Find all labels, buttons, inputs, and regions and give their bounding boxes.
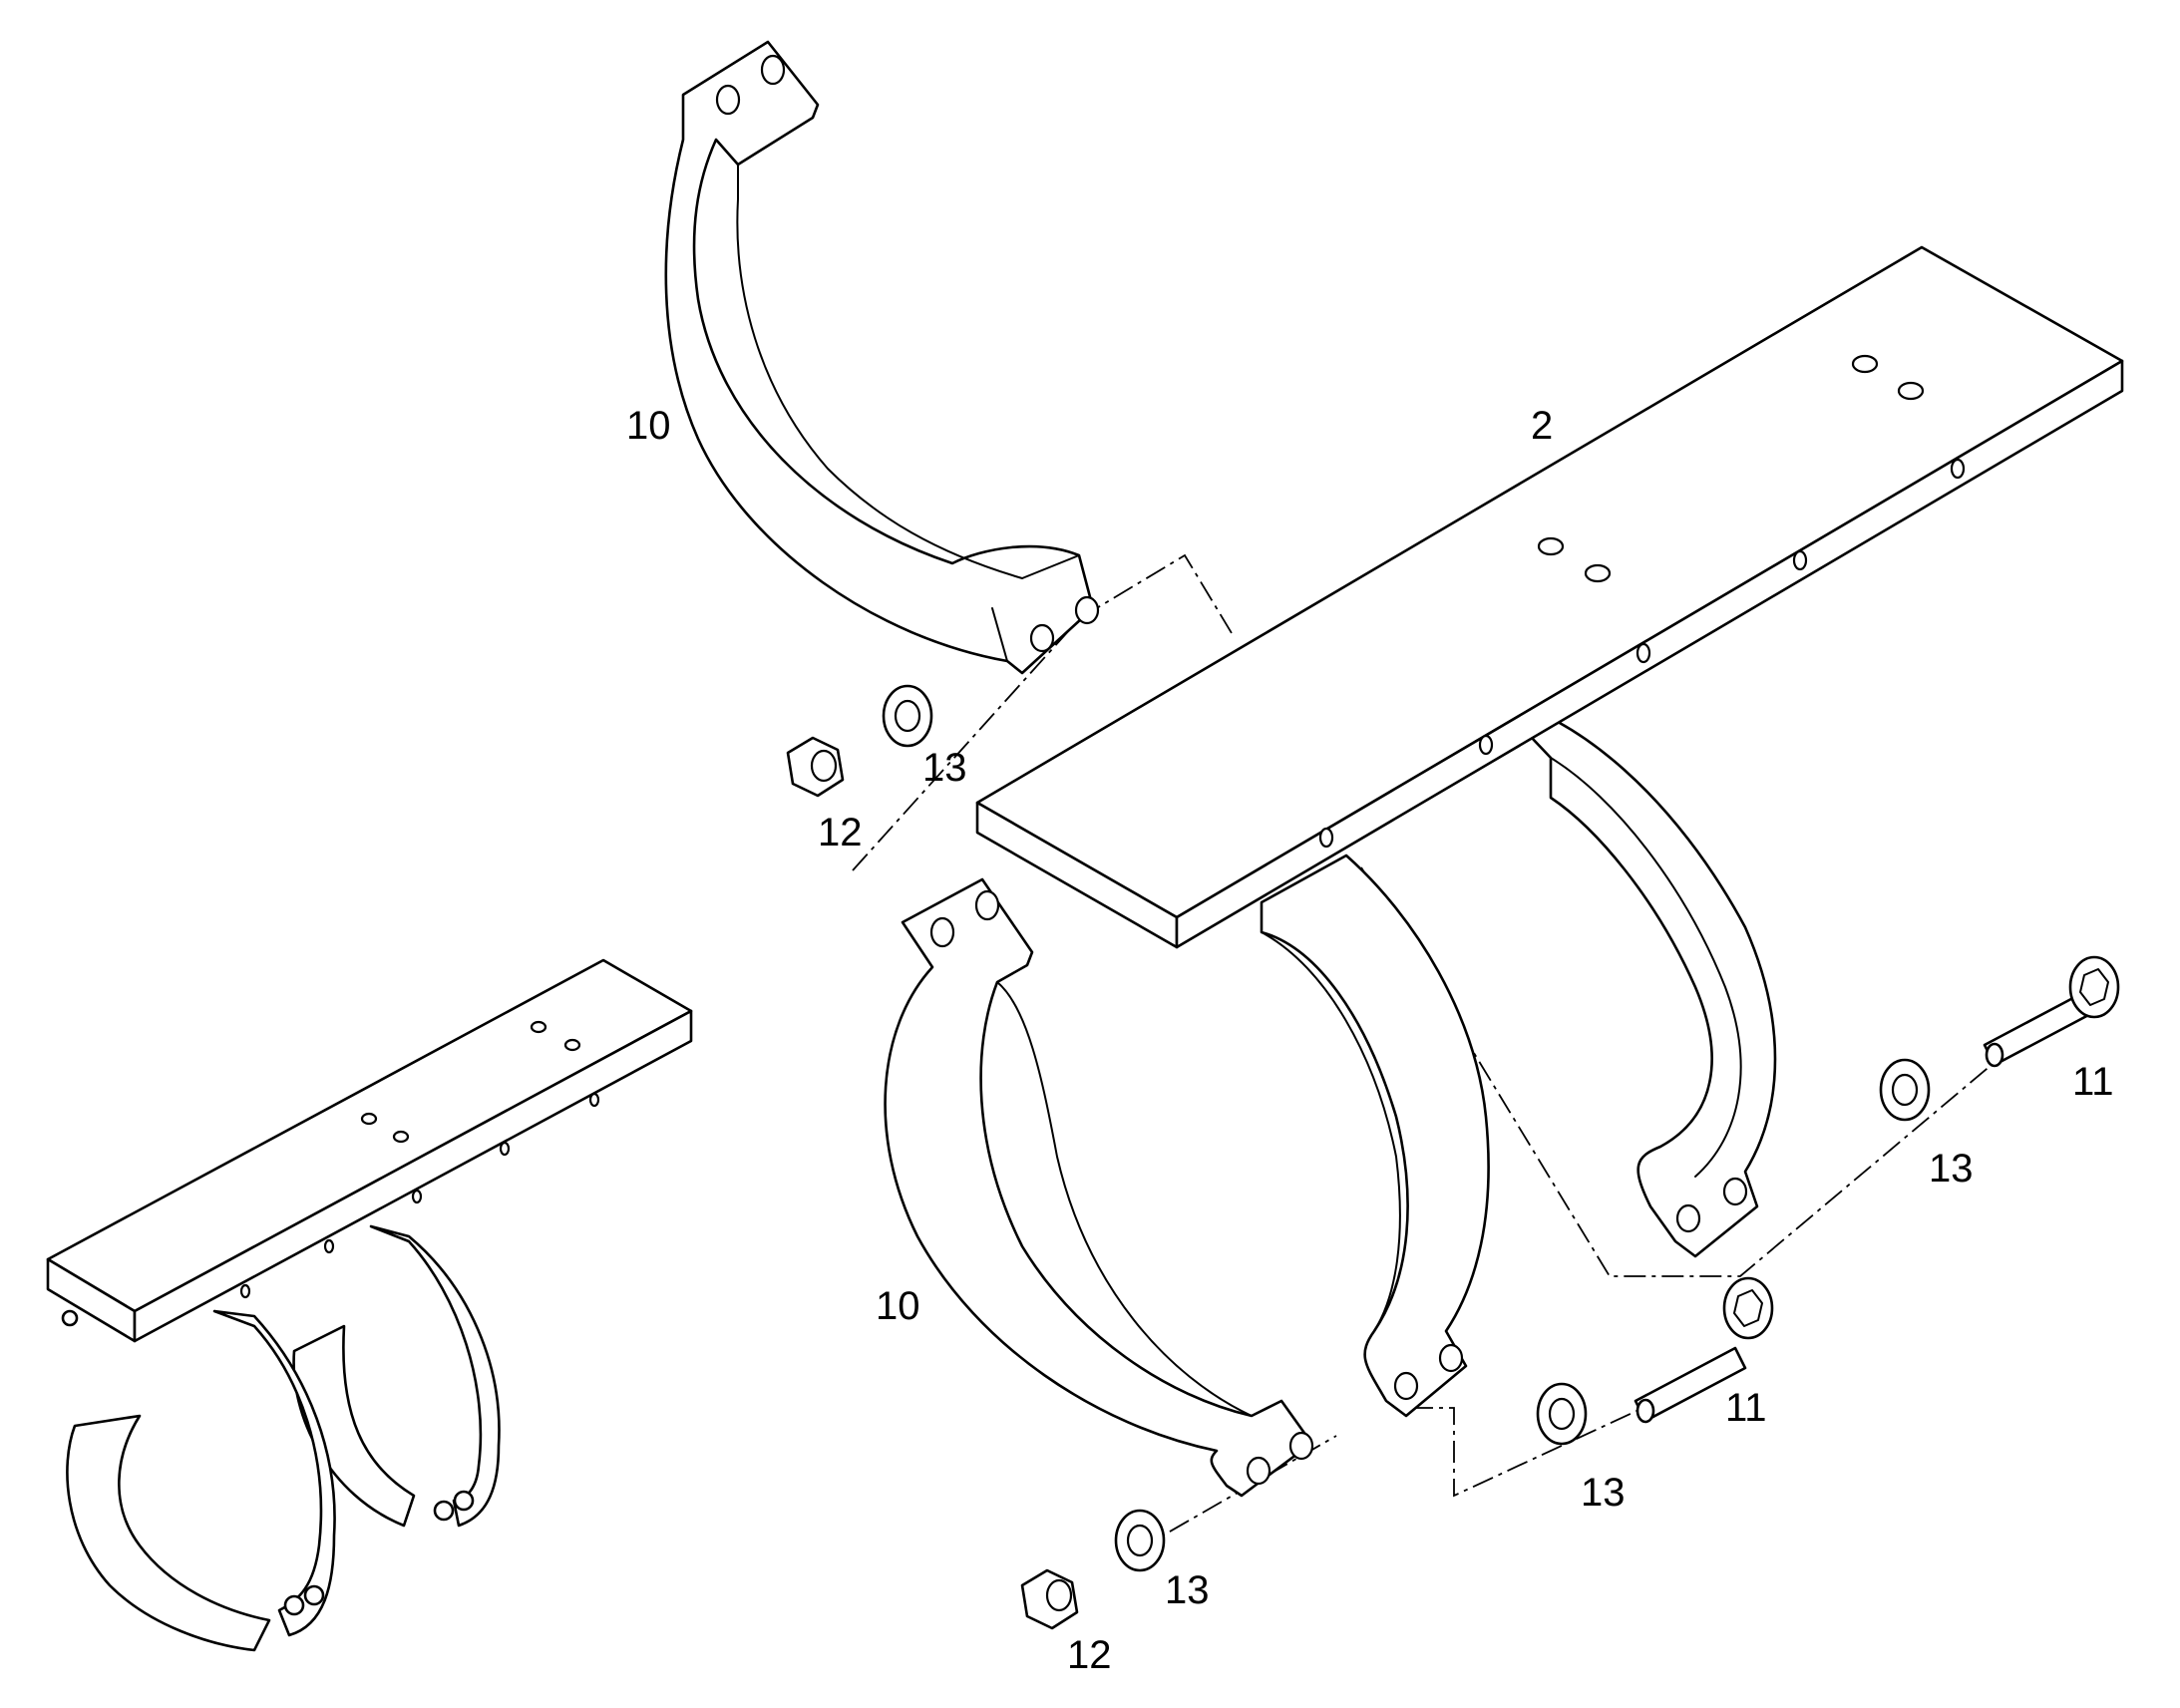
upper-nut — [786, 736, 845, 798]
middle-screw — [1634, 1276, 1774, 1424]
upper-bracket-half — [664, 40, 1100, 675]
lower-nut — [1020, 1568, 1079, 1630]
upper-washer — [882, 684, 933, 748]
callout-nut-upper: 12 — [818, 811, 863, 854]
rear-bracket-band — [1492, 696, 1777, 1258]
callout-labels: 10 2 13 12 11 13 10 11 13 13 12 — [626, 404, 2114, 1677]
callout-mounting-plate: 2 — [1531, 404, 1553, 448]
callout-washer-right: 13 — [1929, 1147, 1974, 1191]
right-screw — [1983, 955, 2120, 1068]
callout-bracket-upper: 10 — [626, 404, 671, 448]
lower-bracket-half — [884, 877, 1314, 1498]
callout-screw-right: 11 — [2072, 1060, 2114, 1104]
right-washer — [1879, 1058, 1931, 1122]
callout-washer-upper: 13 — [922, 746, 967, 790]
middle-washer — [1536, 1382, 1588, 1446]
front-bracket-band — [1260, 854, 1490, 1418]
mounting-plate — [975, 245, 2124, 949]
assembled-overview — [46, 958, 693, 1652]
callout-washer-lower: 13 — [1165, 1568, 1210, 1612]
lower-washer — [1114, 1509, 1166, 1572]
callout-bracket-lower: 10 — [876, 1284, 920, 1328]
callout-screw-middle: 11 — [1725, 1386, 1767, 1430]
callout-nut-lower: 12 — [1067, 1633, 1112, 1677]
callout-washer-middle: 13 — [1581, 1471, 1626, 1515]
